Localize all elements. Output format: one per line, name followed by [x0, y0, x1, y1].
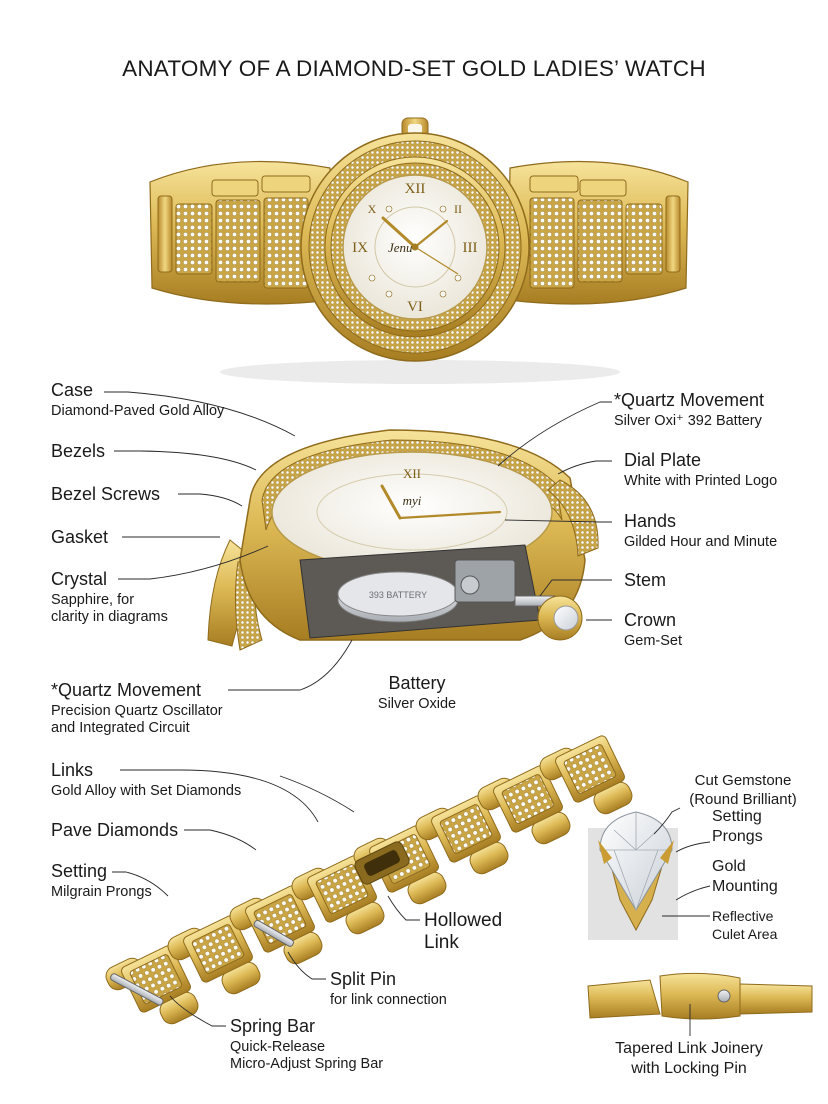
- dial-logo: Jenu: [388, 240, 413, 255]
- assembled-watch: XII III VI IX X II Jenu: [149, 117, 689, 384]
- bracelet-right: [507, 160, 689, 305]
- bracelet-link: [539, 735, 633, 815]
- exploded-case: XII myi 393 BATTERY: [207, 429, 599, 651]
- label-bezel-screws: Bezel Screws: [51, 484, 161, 504]
- exploded-numeral-xii: XII: [403, 466, 421, 481]
- gemstone-detail: [588, 811, 678, 940]
- label-gasket: Gasket: [51, 527, 109, 547]
- label-stem: Stem: [624, 570, 667, 590]
- numeral-ii: II: [454, 202, 462, 216]
- label-pave-diamonds: Pave Diamonds: [51, 820, 179, 840]
- label-cut-gemstone: Cut Gemstone(Round Brilliant): [689, 772, 797, 809]
- tapered-link-detail: [587, 972, 813, 1020]
- page-title: ANATOMY OF A DIAMOND-SET GOLD LADIES’ WA…: [122, 56, 706, 81]
- bracelet-link: [167, 915, 261, 995]
- leader-lines: [104, 391, 711, 1036]
- battery-print: 393 BATTERY: [369, 590, 427, 600]
- numeral-vi: VI: [407, 299, 423, 315]
- split-pin: [253, 919, 294, 947]
- numeral-xii: XII: [405, 181, 426, 197]
- label-bezels: Bezels: [51, 441, 106, 461]
- bracelet-link: [415, 795, 509, 875]
- numeral-ix: IX: [352, 240, 368, 256]
- bracelet-link: [477, 765, 571, 845]
- bracelet-link: [105, 945, 199, 1025]
- numeral-x: X: [368, 202, 377, 216]
- exploded-dial-logo: myi: [403, 493, 422, 508]
- numeral-iii: III: [463, 240, 478, 256]
- bracelet-links: [105, 735, 633, 1025]
- spring-bar: [110, 973, 164, 1006]
